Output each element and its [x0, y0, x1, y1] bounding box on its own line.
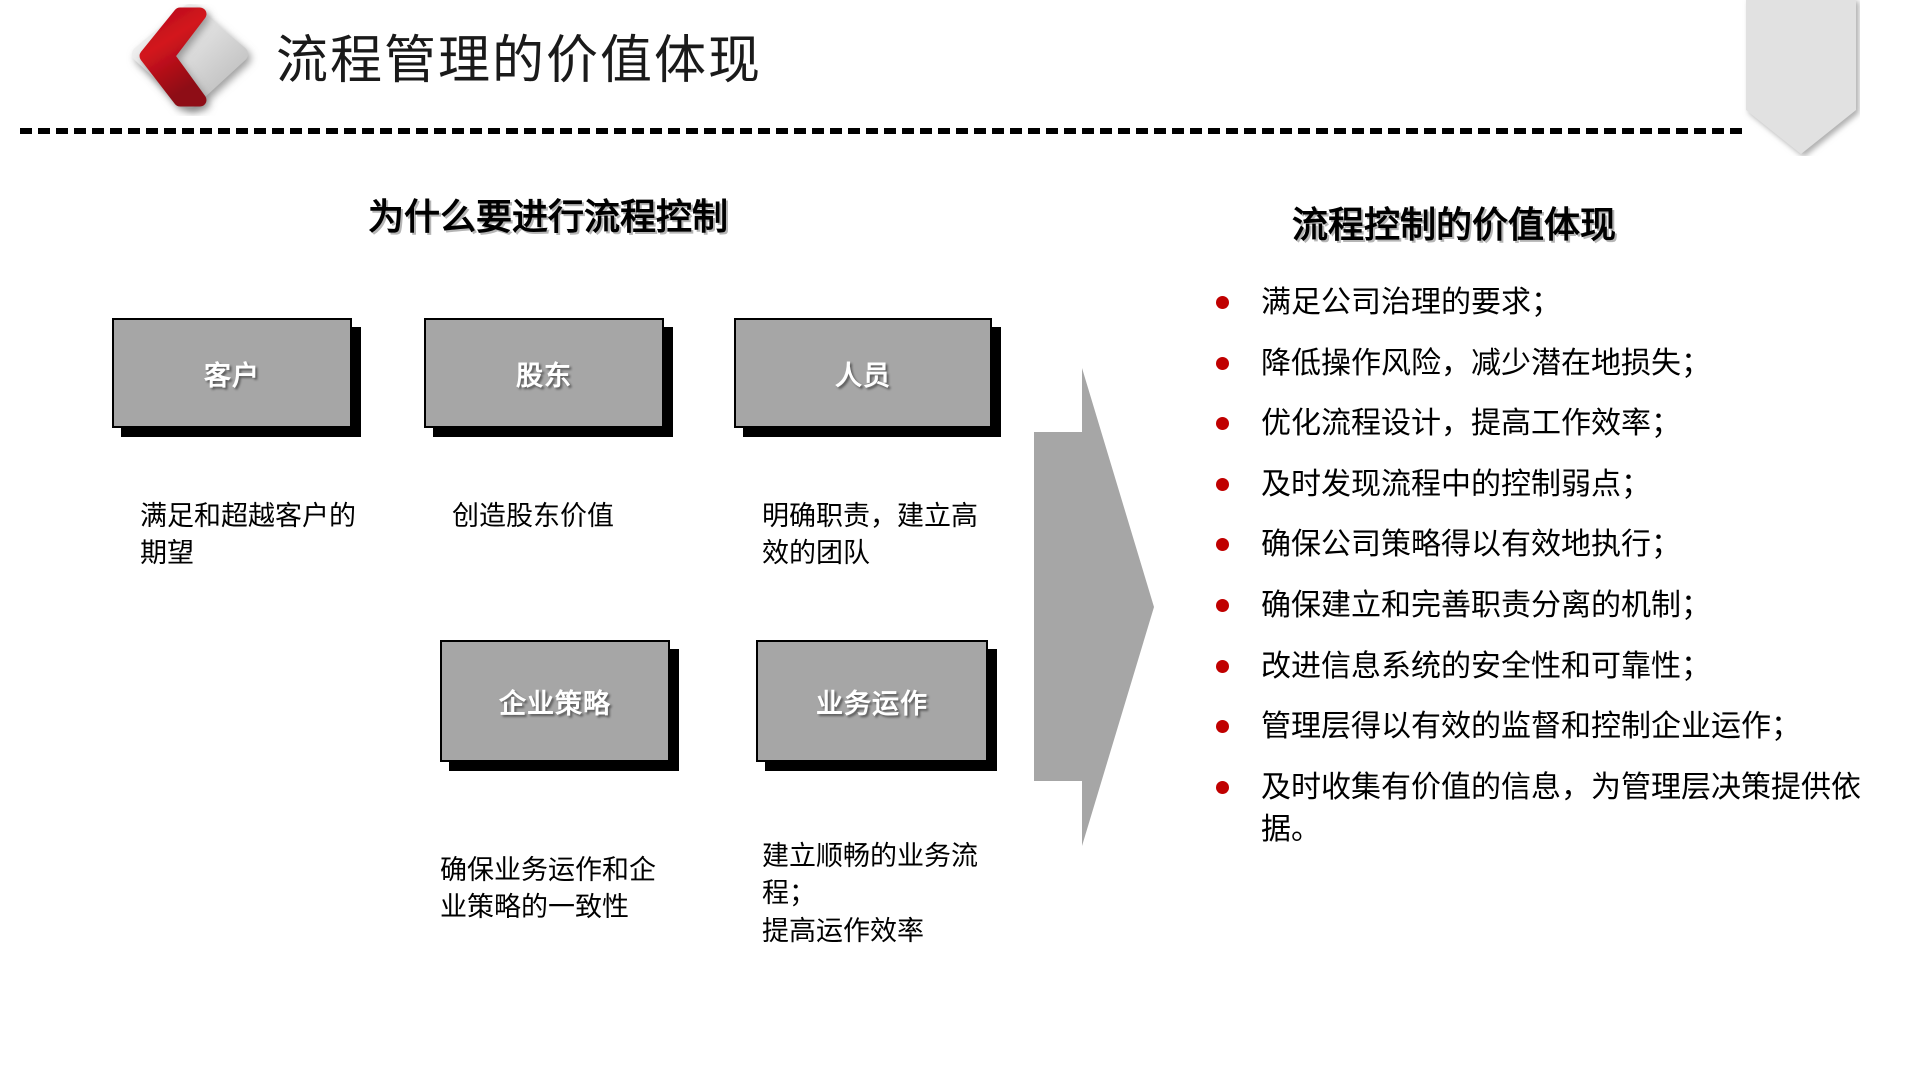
list-item-text: 管理层得以有效的监督和控制企业运作；	[1261, 709, 1801, 745]
stakeholder-box-label: 业务运作	[816, 688, 928, 720]
bullet-icon	[1216, 417, 1229, 431]
list-item-text: 改进信息系统的安全性和可靠性；	[1261, 648, 1711, 684]
bullet-icon	[1216, 659, 1229, 673]
right-arrow-icon	[1028, 360, 1160, 852]
stakeholder-box-customer[interactable]: 客户	[112, 318, 352, 428]
list-item-text: 满足公司治理的要求；	[1261, 285, 1561, 320]
left-section-heading: 为什么要进行流程控制	[368, 197, 729, 238]
stakeholder-caption-operation: 建立顺畅的业务流程；提高运作效率	[762, 841, 978, 947]
bullet-icon	[1216, 356, 1229, 370]
list-item-text: 降低操作风险，减少潜在地损失；	[1261, 345, 1711, 381]
bullet-icon	[1216, 296, 1229, 309]
list-item: 管理层得以有效的监督和控制企业运作；	[1216, 706, 1876, 749]
stakeholder-caption-customer: 满足和超越客户的期望	[140, 501, 356, 570]
page-title: 流程管理的价值体现	[276, 31, 763, 91]
stakeholder-box-label: 人员	[835, 360, 891, 392]
bullet-icon	[1216, 598, 1229, 612]
list-item-text: 及时发现流程中的控制弱点；	[1261, 466, 1651, 502]
list-item: 满足公司治理的要求；	[1216, 282, 1876, 325]
list-item: 改进信息系统的安全性和可靠性；	[1216, 646, 1876, 689]
header-divider	[20, 128, 1742, 134]
list-item: 优化流程设计，提高工作效率；	[1216, 403, 1876, 446]
list-item: 确保公司策略得以有效地执行；	[1216, 524, 1876, 567]
stakeholder-caption-strategy: 确保业务运作和企业策略的一致性	[440, 855, 656, 924]
stakeholder-box-label: 股东	[516, 360, 572, 392]
bullet-icon	[1216, 780, 1229, 794]
bullet-icon	[1216, 538, 1229, 552]
list-item: 及时收集有价值的信息，为管理层决策提供依据。	[1216, 767, 1876, 852]
list-item-text: 优化流程设计，提高工作效率；	[1261, 406, 1681, 442]
list-item: 确保建立和完善职责分离的机制；	[1216, 585, 1876, 628]
list-item-text: 确保公司策略得以有效地执行；	[1261, 527, 1681, 563]
corner-ribbon-icon	[1742, 0, 1860, 156]
right-section-heading: 流程控制的价值体现	[1292, 205, 1617, 246]
stakeholder-caption-shareholder: 创造股东价值	[452, 501, 614, 532]
list-item: 及时发现流程中的控制弱点；	[1216, 464, 1876, 507]
stakeholder-box-staff[interactable]: 人员	[734, 318, 992, 428]
brand-logo-icon	[120, 4, 260, 116]
stakeholder-box-shareholder[interactable]: 股东	[424, 318, 664, 428]
stakeholder-box-label: 企业策略	[499, 688, 611, 720]
stakeholder-box-label: 客户	[204, 360, 260, 392]
bullet-icon	[1216, 720, 1229, 734]
bullet-icon	[1216, 477, 1229, 491]
list-item: 降低操作风险，减少潜在地损失；	[1216, 343, 1876, 386]
stakeholder-caption-staff: 明确职责，建立高效的团队	[762, 501, 978, 570]
list-item-text: 及时收集有价值的信息，为管理层决策提供依据。	[1261, 769, 1861, 848]
stakeholder-box-operation[interactable]: 业务运作	[756, 640, 988, 762]
value-list: 满足公司治理的要求； 降低操作风险，减少潜在地损失； 优化流程设计，提高工作效率…	[1216, 282, 1876, 870]
stakeholder-box-strategy[interactable]: 企业策略	[440, 640, 670, 762]
list-item-text: 确保建立和完善职责分离的机制；	[1261, 587, 1711, 623]
